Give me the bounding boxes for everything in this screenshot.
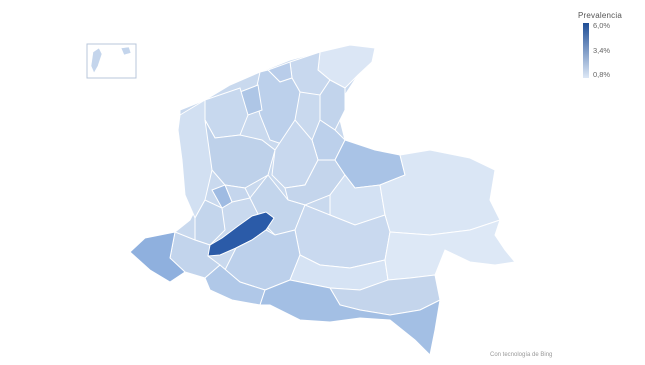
legend-mid-label: 3,4% [593, 46, 611, 55]
legend-min-label: 0,8% [593, 70, 611, 79]
department-narino[interactable] [129, 231, 186, 283]
department-tolima-huila[interactable] [204, 211, 275, 257]
legend-gradient [583, 23, 589, 78]
departments [129, 44, 516, 357]
islands-inset[interactable] [86, 43, 137, 79]
department-amazonas[interactable] [259, 279, 441, 357]
department-cordoba[interactable] [204, 87, 249, 139]
department-antioquia[interactable] [204, 119, 276, 189]
bing-attribution: Con tecnología de Bing [490, 352, 553, 358]
legend-title: Prevalencia [578, 11, 623, 20]
department-risaralda[interactable] [211, 184, 233, 209]
legend-max-label: 6,0% [593, 21, 611, 30]
